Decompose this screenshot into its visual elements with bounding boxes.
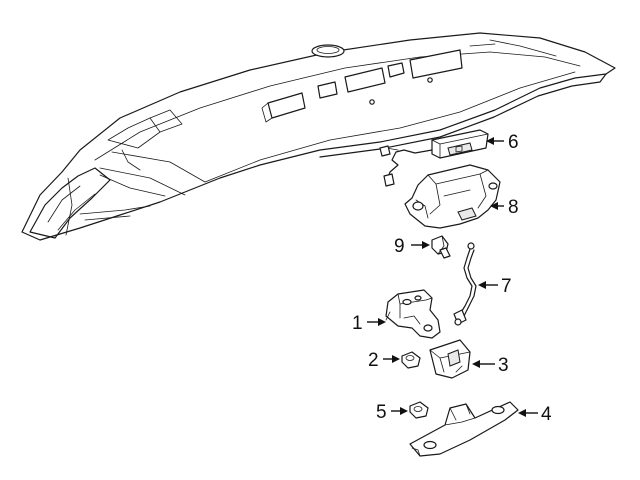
- callout-3: 3: [472, 355, 509, 376]
- release-cable: [453, 242, 477, 326]
- striker: [409, 401, 519, 457]
- callout-label-8: 8: [508, 197, 519, 218]
- callout-8: 8: [490, 197, 519, 218]
- callout-1: 1: [352, 313, 386, 334]
- callout-9: 9: [394, 236, 430, 257]
- callout-label-5: 5: [376, 402, 387, 423]
- trunk-lid: [21, 32, 616, 241]
- switch-part: [431, 235, 451, 259]
- callout-label-4: 4: [541, 404, 552, 425]
- nut-5: [409, 401, 429, 419]
- callout-label-1: 1: [352, 313, 363, 334]
- callout-label-3: 3: [498, 355, 509, 376]
- callout-label-2: 2: [368, 350, 379, 371]
- callout-label-9: 9: [394, 236, 405, 257]
- callout-label-6: 6: [508, 132, 519, 153]
- callout-label-7: 7: [501, 276, 512, 297]
- callout-4: 4: [518, 404, 552, 425]
- nut-2: [401, 351, 421, 369]
- trunk-latch: [385, 289, 441, 339]
- actuator: [404, 164, 501, 229]
- callout-6: 6: [486, 132, 519, 153]
- callout-2: 2: [368, 350, 400, 371]
- callout-5: 5: [376, 402, 408, 423]
- release-switch: [379, 129, 489, 187]
- callout-7: 7: [478, 276, 512, 297]
- striker-cover: [429, 339, 471, 379]
